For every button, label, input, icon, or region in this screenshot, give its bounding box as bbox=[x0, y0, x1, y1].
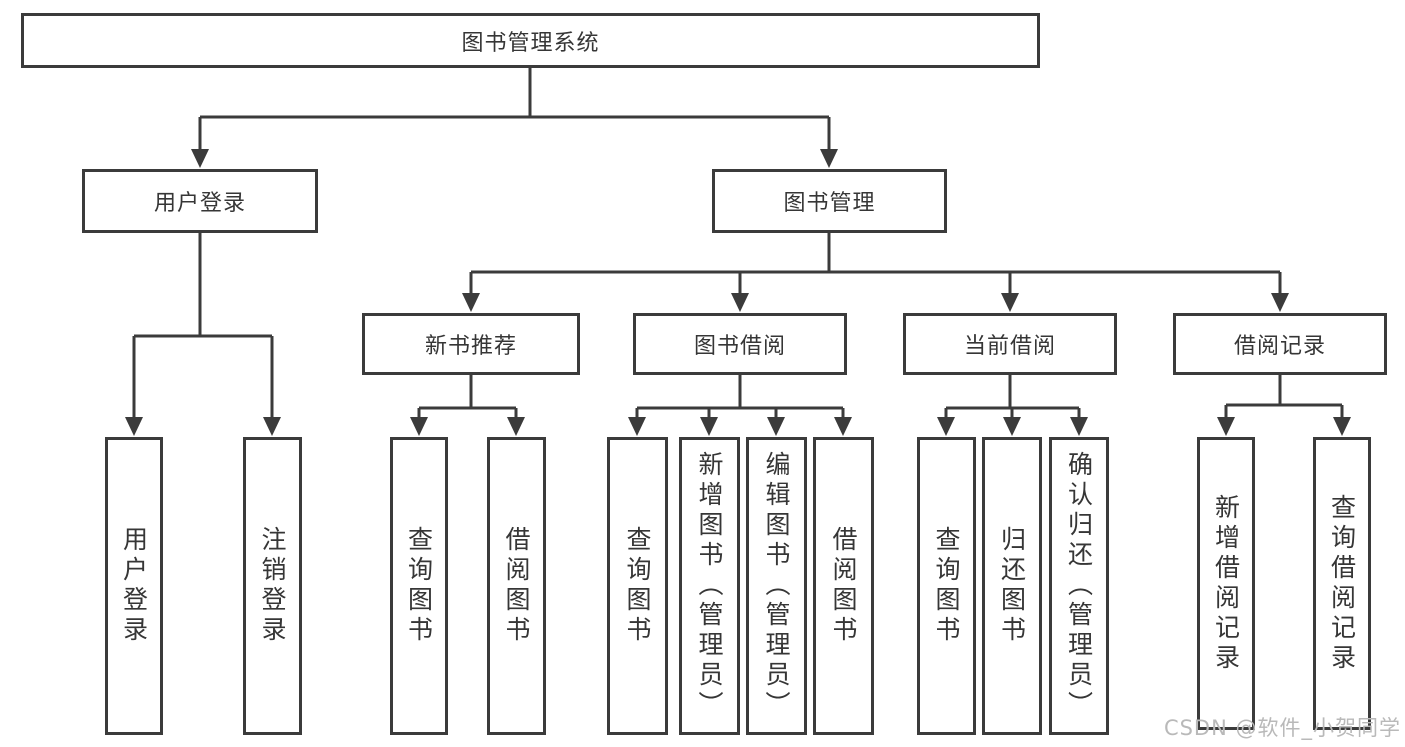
leaf-current-return-books-label: 归还图书 bbox=[997, 526, 1027, 646]
leaf-user-login-label: 用户登录 bbox=[119, 526, 149, 646]
node-borrow-records: 借阅记录 bbox=[1173, 313, 1387, 375]
leaf-borrow-edit-books-admin: 编辑图书（管理员） bbox=[746, 437, 807, 735]
leaf-newbook-borrow-books-label: 借阅图书 bbox=[502, 526, 531, 646]
leaf-borrow-add-books-admin-label: 新增图书（管理员） bbox=[695, 451, 724, 721]
connector-currentborrow-to-leaves bbox=[944, 375, 1081, 421]
leaf-current-query-books-label: 查询图书 bbox=[932, 526, 961, 646]
leaf-borrow-borrow-books: 借阅图书 bbox=[813, 437, 874, 735]
connector-borrowrecords-to-leaves bbox=[1224, 375, 1344, 421]
arrowhead bbox=[1003, 417, 1021, 436]
leaf-current-confirm-return-admin: 确认归还（管理员） bbox=[1049, 437, 1109, 735]
arrowhead bbox=[1070, 417, 1088, 436]
leaf-borrow-query-books: 查询图书 bbox=[607, 437, 668, 735]
arrowhead bbox=[820, 149, 838, 168]
connector-bookmgmt-to-level3 bbox=[469, 233, 1282, 297]
leaf-logout: 注销登录 bbox=[243, 437, 302, 735]
leaf-user-login: 用户登录 bbox=[105, 437, 163, 735]
node-current-borrow-label: 当前借阅 bbox=[963, 334, 1056, 359]
leaf-records-add-record: 新增借阅记录 bbox=[1197, 437, 1255, 730]
leaf-records-query-record-label: 查询借阅记录 bbox=[1327, 493, 1357, 674]
arrowhead bbox=[628, 417, 646, 436]
arrowhead bbox=[767, 417, 785, 436]
node-new-book-recommend: 新书推荐 bbox=[362, 313, 580, 375]
connector-root-to-level2 bbox=[198, 68, 831, 152]
leaf-current-query-books: 查询图书 bbox=[917, 437, 976, 735]
leaf-newbook-query-books: 查询图书 bbox=[390, 437, 448, 735]
arrowhead bbox=[700, 417, 718, 436]
arrowhead bbox=[1217, 417, 1235, 436]
leaf-records-add-record-label: 新增借阅记录 bbox=[1211, 493, 1241, 674]
arrowhead bbox=[731, 293, 749, 312]
arrowhead bbox=[263, 417, 281, 436]
node-book-management-label: 图书管理 bbox=[783, 191, 876, 216]
leaf-records-query-record: 查询借阅记录 bbox=[1313, 437, 1371, 730]
arrowhead bbox=[462, 293, 480, 312]
node-user-login-label: 用户登录 bbox=[153, 191, 246, 216]
arrowhead bbox=[507, 417, 525, 436]
leaf-newbook-query-books-label: 查询图书 bbox=[404, 526, 434, 646]
connector-newbookrec-to-leaves bbox=[417, 375, 518, 421]
leaf-current-confirm-return-admin-label: 确认归还（管理员） bbox=[1064, 451, 1094, 721]
node-book-management: 图书管理 bbox=[712, 169, 947, 233]
arrowhead bbox=[834, 417, 852, 436]
connector-userlogin-to-leaves bbox=[132, 233, 274, 420]
node-book-borrow-label: 图书借阅 bbox=[693, 334, 786, 359]
node-root: 图书管理系统 bbox=[21, 13, 1040, 68]
leaf-borrow-borrow-books-label: 借阅图书 bbox=[829, 526, 858, 646]
leaf-borrow-add-books-admin: 新增图书（管理员） bbox=[679, 437, 740, 735]
leaf-borrow-query-books-label: 查询图书 bbox=[623, 526, 652, 646]
node-user-login: 用户登录 bbox=[82, 169, 318, 233]
node-borrow-records-label: 借阅记录 bbox=[1233, 334, 1326, 359]
node-current-borrow: 当前借阅 bbox=[903, 313, 1117, 375]
arrowhead bbox=[1271, 293, 1289, 312]
node-book-borrow: 图书借阅 bbox=[633, 313, 847, 375]
leaf-newbook-borrow-books: 借阅图书 bbox=[487, 437, 546, 735]
node-new-book-recommend-label: 新书推荐 bbox=[424, 334, 517, 359]
arrowhead bbox=[937, 417, 955, 436]
watermark: CSDN @软件_小贺同学 bbox=[1163, 716, 1401, 740]
arrowhead bbox=[410, 417, 428, 436]
arrowhead bbox=[1001, 293, 1019, 312]
arrowhead bbox=[1333, 417, 1351, 436]
leaf-borrow-edit-books-admin-label: 编辑图书（管理员） bbox=[762, 451, 791, 721]
leaf-current-return-books: 归还图书 bbox=[982, 437, 1042, 735]
leaf-logout-label: 注销登录 bbox=[258, 526, 287, 646]
connector-bookborrow-to-leaves bbox=[635, 375, 845, 421]
arrowhead bbox=[191, 149, 209, 168]
arrowhead bbox=[125, 417, 143, 436]
node-root-label: 图书管理系统 bbox=[461, 30, 600, 56]
